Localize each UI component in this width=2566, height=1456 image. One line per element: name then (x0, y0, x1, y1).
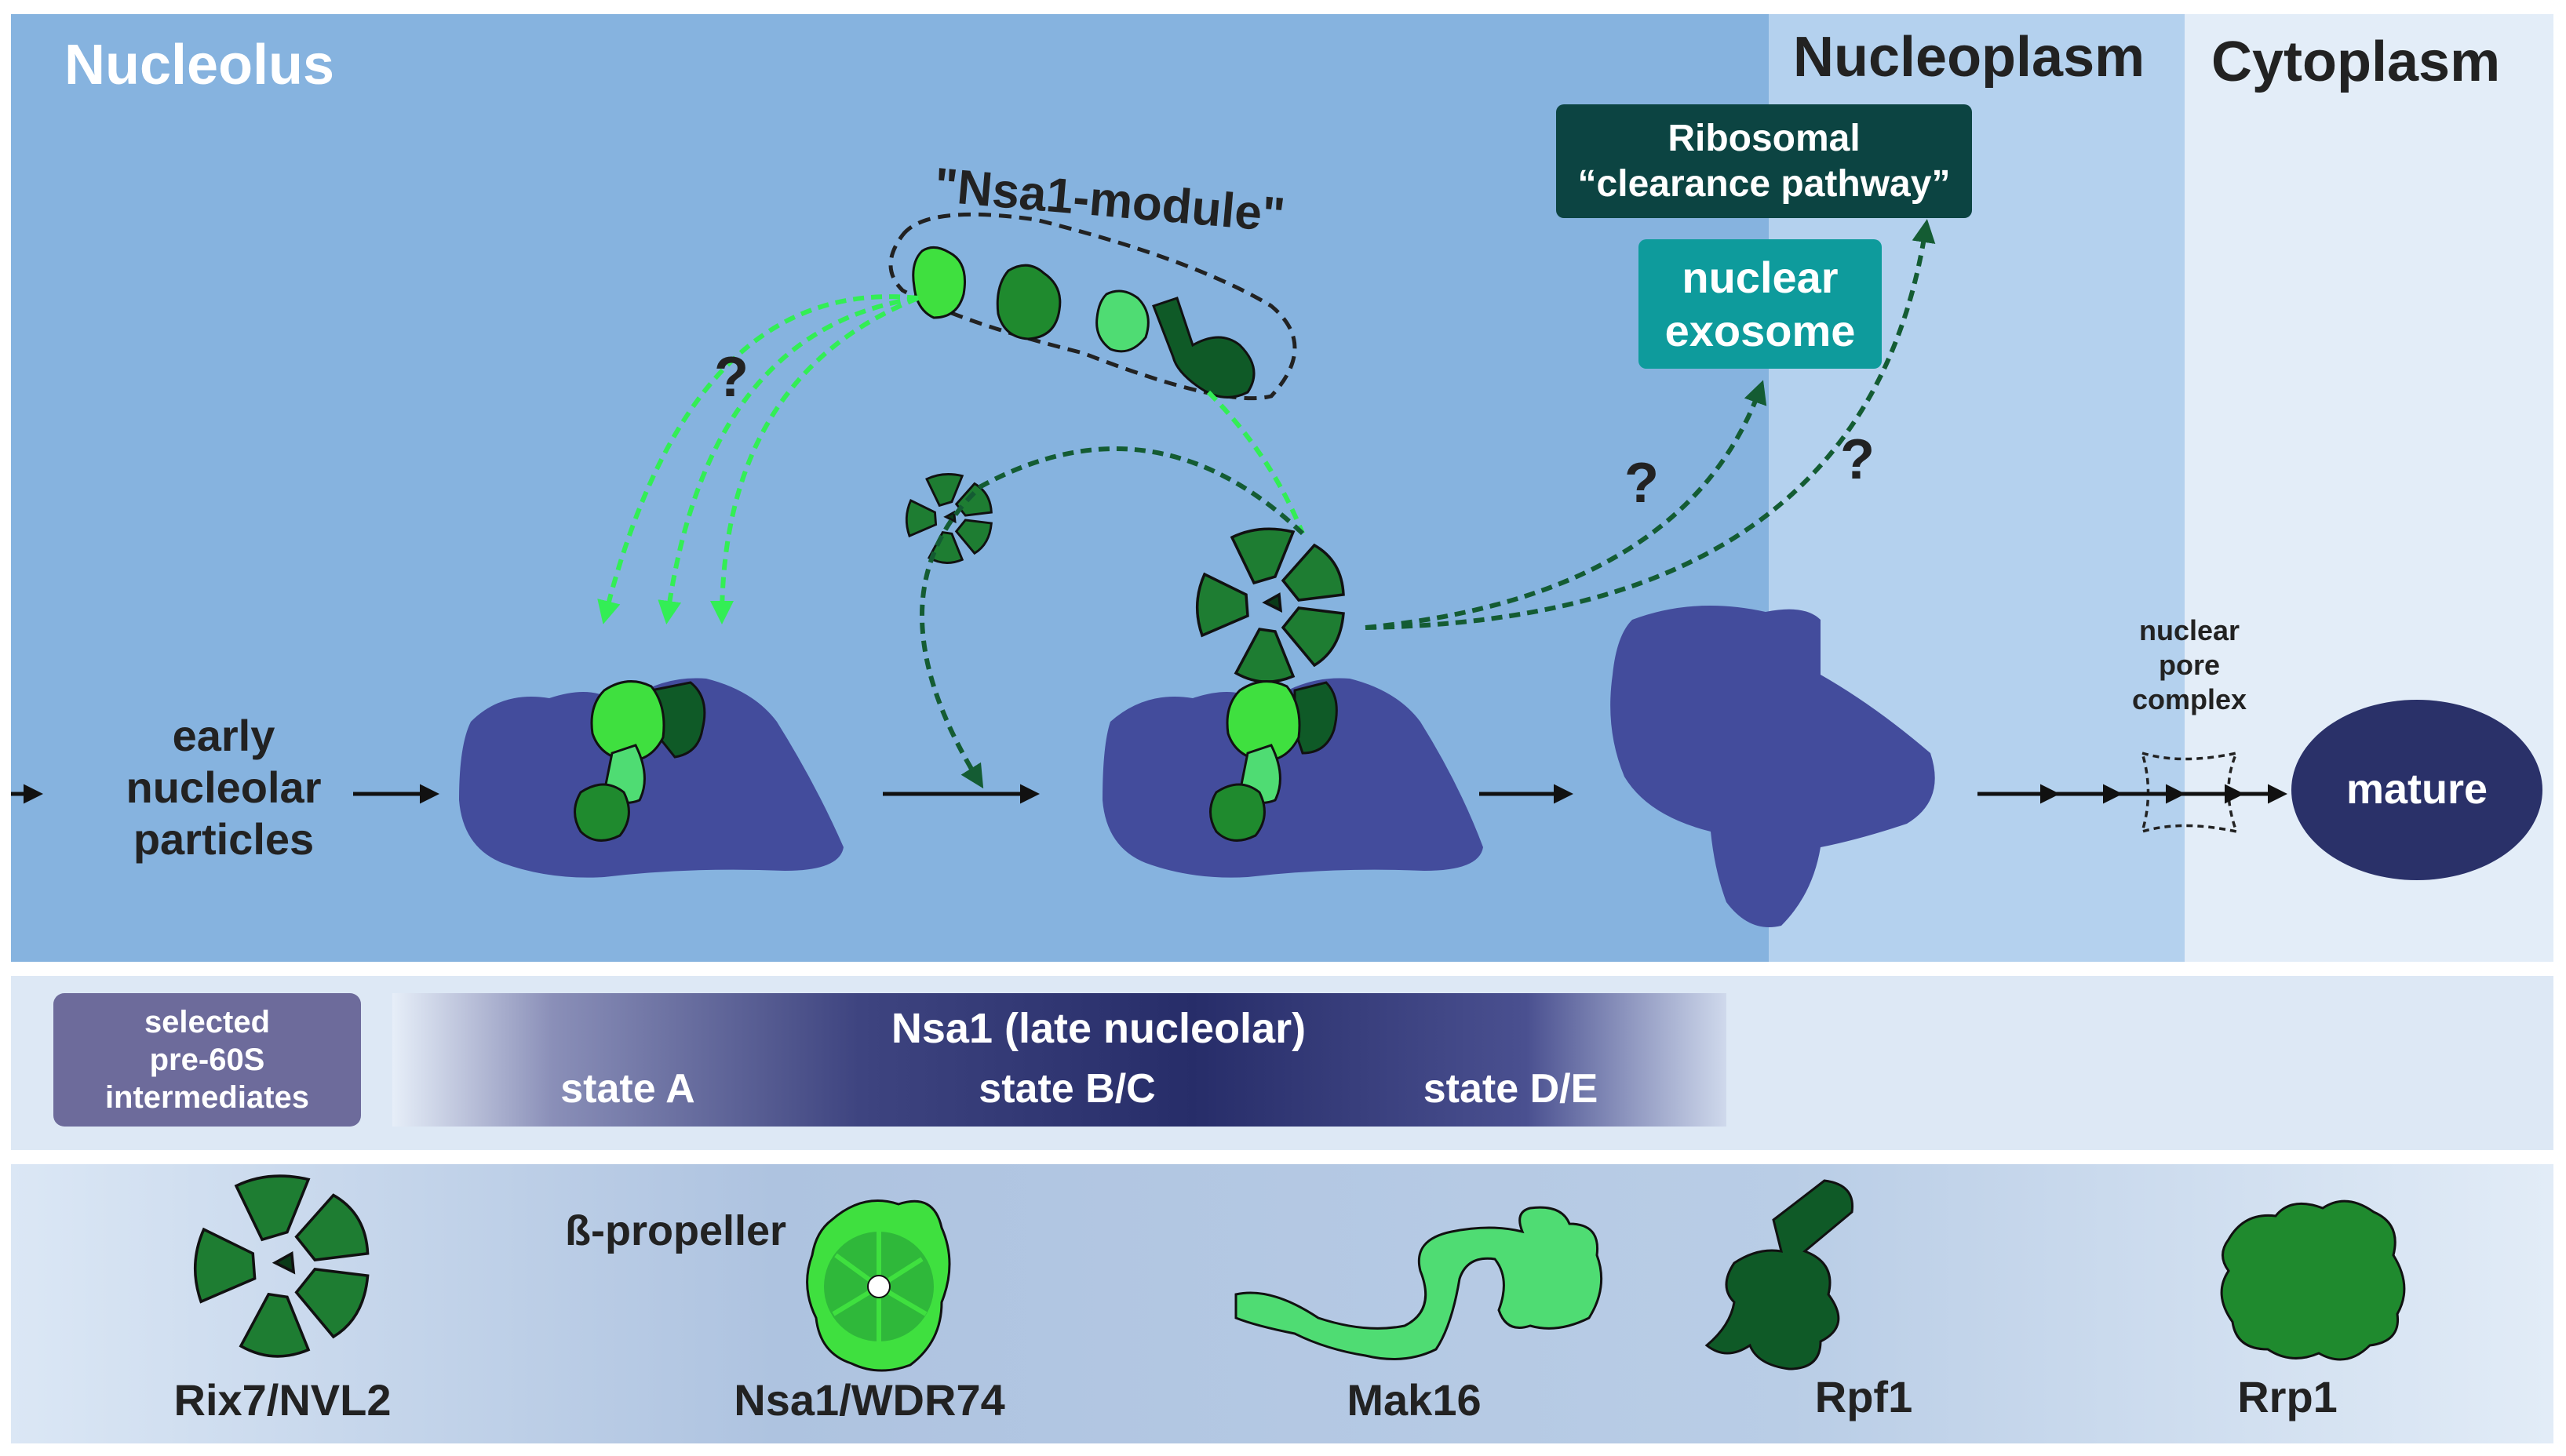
region-title-nucleoplasm: Nucleoplasm (1793, 26, 2145, 89)
state-a-nsa1 (590, 680, 665, 763)
selected-box-bg (53, 993, 361, 1127)
nsa1-module-outline (888, 212, 1297, 401)
legend-mak16-shape (1234, 1206, 1603, 1360)
region-title-nucleolus: Nucleolus (64, 34, 335, 96)
state-bc-nsa1 (1226, 680, 1301, 763)
dark-arrow-to-clearance (1365, 219, 1936, 630)
question-mark-clearance: ? (1840, 428, 1875, 491)
state-bc-label: state B/C (979, 1066, 1156, 1112)
particle-state-bc (1103, 678, 1483, 878)
legend-label-rix7: Rix7/NVL2 (173, 1375, 392, 1425)
bright-arrow-2 (658, 296, 919, 624)
legend-label-nsa1: Nsa1/WDR74 (734, 1375, 1005, 1425)
dark-arrow-rix7-to-bc (920, 446, 1305, 789)
clearance-line-2: “clearance pathway” (1577, 162, 1951, 205)
selected-line-3: intermediates (104, 1080, 310, 1115)
pore-line-3: complex (2131, 683, 2247, 715)
early-line-3: particles (133, 814, 315, 864)
bright-arrow-1 (597, 294, 919, 624)
state-a-rpf1 (650, 681, 706, 759)
pore-line-1: nuclear (2138, 614, 2240, 646)
mature-label: mature (2345, 766, 2488, 813)
exosome-line-2: exosome (1664, 305, 1856, 355)
legend-label-rpf1: Rpf1 (1814, 1372, 1913, 1421)
clearance-pathway-box: Ribosomal “clearance pathway” (1556, 104, 1972, 218)
legend-rrp1-shape (2220, 1199, 2406, 1361)
dark-arrow-to-exosome (1365, 380, 1767, 630)
module-rrp1 (996, 264, 1062, 340)
selected-line-1: selected (144, 1005, 271, 1039)
question-mark-exosome: ? (1624, 452, 1659, 515)
bright-link-to-state-bc (1206, 390, 1305, 535)
nuclear-exosome-box: nuclear exosome (1638, 239, 1882, 369)
state-a-rrp1 (574, 783, 630, 842)
legend-label-rrp1: Rrp1 (2237, 1372, 2338, 1421)
nsa1-late-nucleolar-label: Nsa1 (late nucleolar) (891, 1005, 1307, 1052)
state-bc-rpf1 (1293, 681, 1338, 755)
nuclear-pore-shape (2140, 751, 2239, 834)
early-line-2: nucleolar (126, 763, 322, 812)
selected-line-2: pre-60S (149, 1043, 265, 1077)
early-line-1: early (172, 711, 275, 760)
question-mark-module: ? (714, 346, 749, 409)
particle-state-a (459, 678, 844, 878)
nsa1-gradient-bar (392, 993, 1726, 1127)
region-title-cytoplasm: Cytoplasm (2211, 31, 2501, 93)
mature-subunit (2291, 700, 2542, 880)
module-rpf1 (1152, 297, 1256, 399)
state-a-label: state A (560, 1066, 695, 1112)
legend-nsa1-shape (806, 1199, 951, 1372)
module-nsa1 (912, 246, 967, 319)
selected-intermediates-box: selected pre-60S intermediates (53, 993, 361, 1127)
pore-line-2: pore (2158, 649, 2220, 681)
clearance-pathway-box-bg (1556, 104, 1972, 218)
module-mak16 (1095, 289, 1150, 353)
nucleolus-region (11, 14, 1769, 962)
state-de-label: state D/E (1423, 1066, 1598, 1112)
bright-arrow-3 (710, 296, 920, 624)
early-particles-label: early nucleolar particles (86, 710, 361, 865)
exosome-line-1: nuclear (1682, 253, 1839, 303)
nuclear-exosome-box-bg (1638, 239, 1882, 369)
legend-rpf1-shape (1704, 1179, 1854, 1370)
particle-state-de (1610, 606, 1935, 927)
state-bc-rrp1 (1209, 783, 1266, 842)
nuclear-pore-label: nuclear pore complex (2079, 613, 2299, 717)
clearance-line-1: Ribosomal (1668, 117, 1861, 159)
legend-label-mak16: Mak16 (1347, 1375, 1482, 1425)
beta-propeller-label: ß-propeller (565, 1207, 787, 1254)
